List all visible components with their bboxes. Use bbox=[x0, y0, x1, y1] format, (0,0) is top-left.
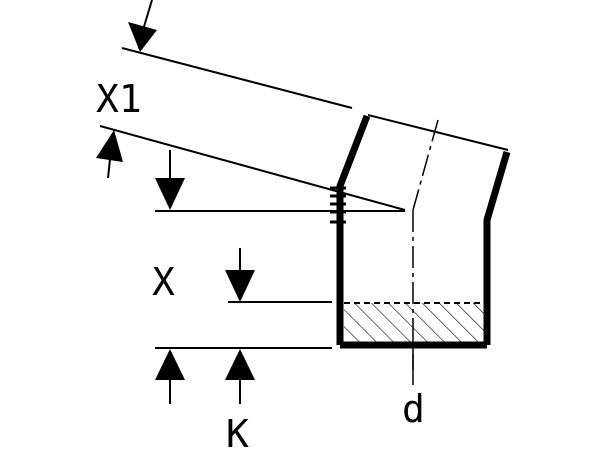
x1-bottom-arrow bbox=[96, 130, 123, 179]
angled-center-line bbox=[412, 119, 439, 211]
k-label: K bbox=[226, 412, 249, 450]
k-right-arrow bbox=[225, 349, 255, 404]
extension-lines bbox=[99, 47, 509, 349]
upper-angled-extension-line bbox=[121, 47, 353, 109]
center-lines bbox=[412, 119, 439, 370]
x1-top-arrow bbox=[128, 0, 157, 52]
dimension-arrows bbox=[96, 0, 255, 404]
x-bottom-arrow bbox=[225, 248, 255, 302]
fitting-left-wall bbox=[336, 114, 371, 345]
hatched-insertion-zone bbox=[344, 302, 484, 345]
x1-label: X1 bbox=[96, 77, 142, 121]
k-left-arrow bbox=[155, 349, 185, 404]
seal-ring-marks bbox=[330, 186, 346, 224]
top-face-line bbox=[367, 114, 509, 151]
x-label: X bbox=[152, 260, 175, 304]
fitting-right-wall bbox=[483, 151, 511, 345]
lower-angled-extension-line bbox=[99, 125, 406, 211]
x-top-arrow bbox=[155, 150, 185, 210]
d-label: d bbox=[402, 387, 425, 431]
